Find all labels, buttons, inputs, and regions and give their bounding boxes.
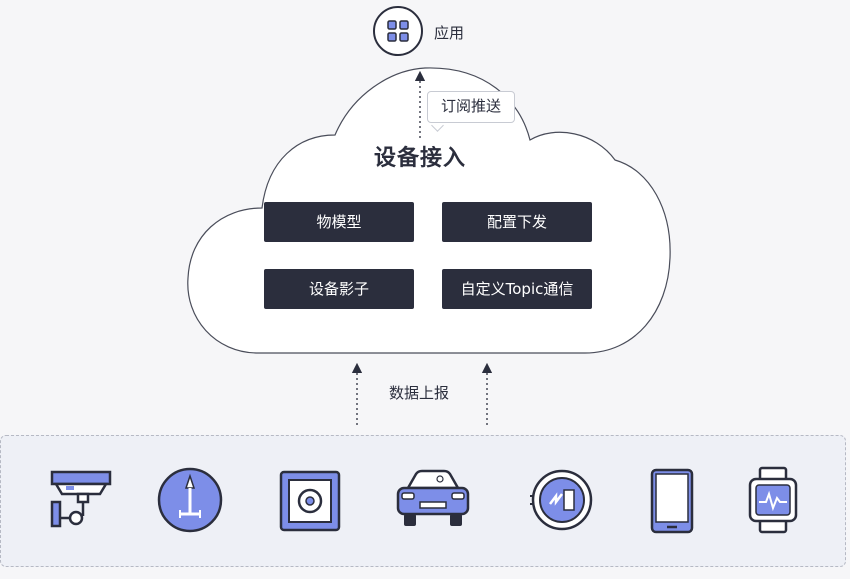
feature-thing-model: 物模型 — [264, 202, 414, 242]
smart-meter-icon — [530, 469, 593, 531]
upload-label: 数据上报 — [389, 384, 450, 402]
app-label: 应用 — [434, 24, 465, 42]
cloud-title: 设备接入 — [373, 146, 466, 171]
phone-icon — [650, 468, 694, 534]
safe-icon — [279, 470, 341, 532]
smartwatch-icon — [748, 466, 798, 534]
feature-device-shadow: 设备影子 — [264, 269, 414, 309]
subscription-tooltip: 订阅推送 — [427, 91, 515, 123]
feature-custom-topic: 自定义Topic通信 — [442, 269, 592, 309]
app-grid-icon — [373, 6, 423, 56]
compass-icon — [157, 467, 223, 533]
feature-config-delivery: 配置下发 — [442, 202, 592, 242]
surveillance-camera-icon — [50, 470, 112, 528]
car-icon — [396, 469, 470, 526]
